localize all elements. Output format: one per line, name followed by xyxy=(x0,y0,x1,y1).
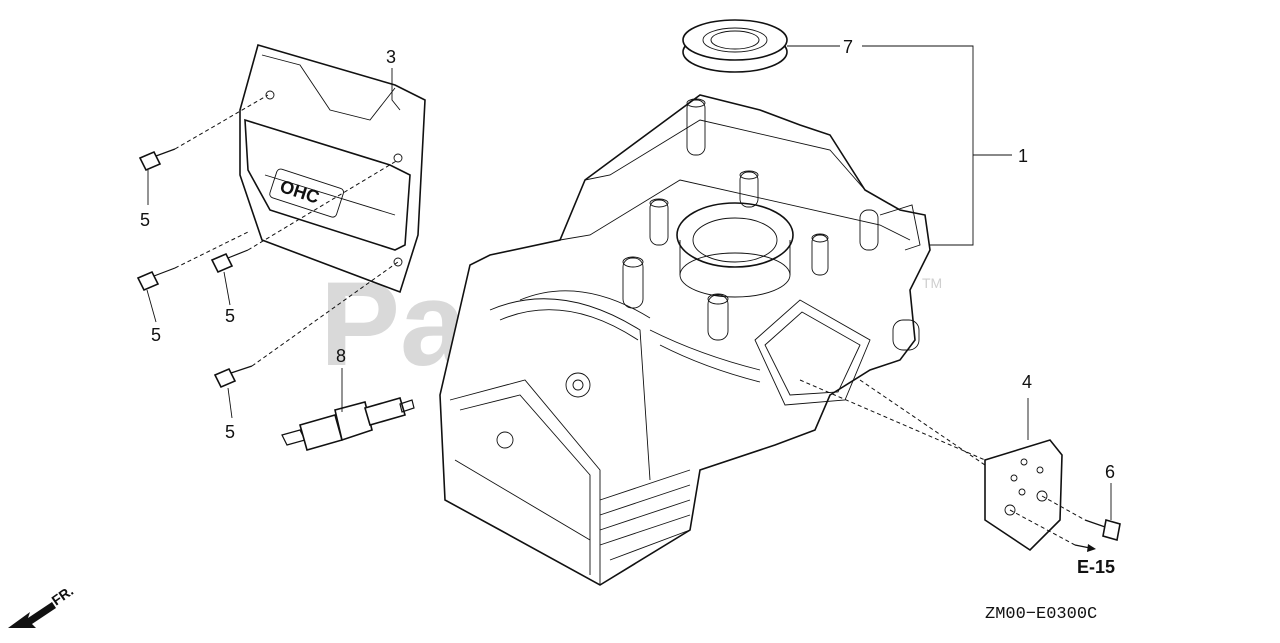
callout-1: 1 xyxy=(1018,146,1028,166)
arrow-front-icon xyxy=(8,602,56,628)
reference-label: E-15 xyxy=(1077,557,1115,577)
callout-7: 7 xyxy=(843,37,853,57)
part-5-bolt-c[interactable] xyxy=(210,159,399,274)
leader-lines xyxy=(146,45,1112,520)
part-1-cylinder-block[interactable] xyxy=(439,94,931,586)
part-5-bolt-b[interactable] xyxy=(136,231,249,292)
diagram-code: ZM00−E0300C xyxy=(985,605,1097,624)
part-8-spark-plug[interactable] xyxy=(281,397,415,451)
part-6-bolt[interactable] xyxy=(1041,495,1121,542)
part-3-cover[interactable]: OHC xyxy=(239,44,426,294)
callout-5d: 5 xyxy=(225,422,235,442)
reference-link[interactable]: E-15 xyxy=(1074,544,1115,577)
part-5-bolt-a[interactable] xyxy=(138,94,269,172)
callout-3: 3 xyxy=(386,47,396,67)
callout-8: 8 xyxy=(336,346,346,366)
watermark-trademark: TM xyxy=(922,275,942,291)
callout-5c: 5 xyxy=(225,306,235,326)
callout-5b: 5 xyxy=(151,325,161,345)
callout-4: 4 xyxy=(1022,372,1032,392)
callout-5a: 5 xyxy=(140,210,150,230)
part-4-plate[interactable] xyxy=(984,439,1076,552)
callout-6: 6 xyxy=(1105,462,1115,482)
part-5-bolt-d[interactable] xyxy=(213,261,399,389)
part-7-oil-seal[interactable] xyxy=(682,19,788,73)
